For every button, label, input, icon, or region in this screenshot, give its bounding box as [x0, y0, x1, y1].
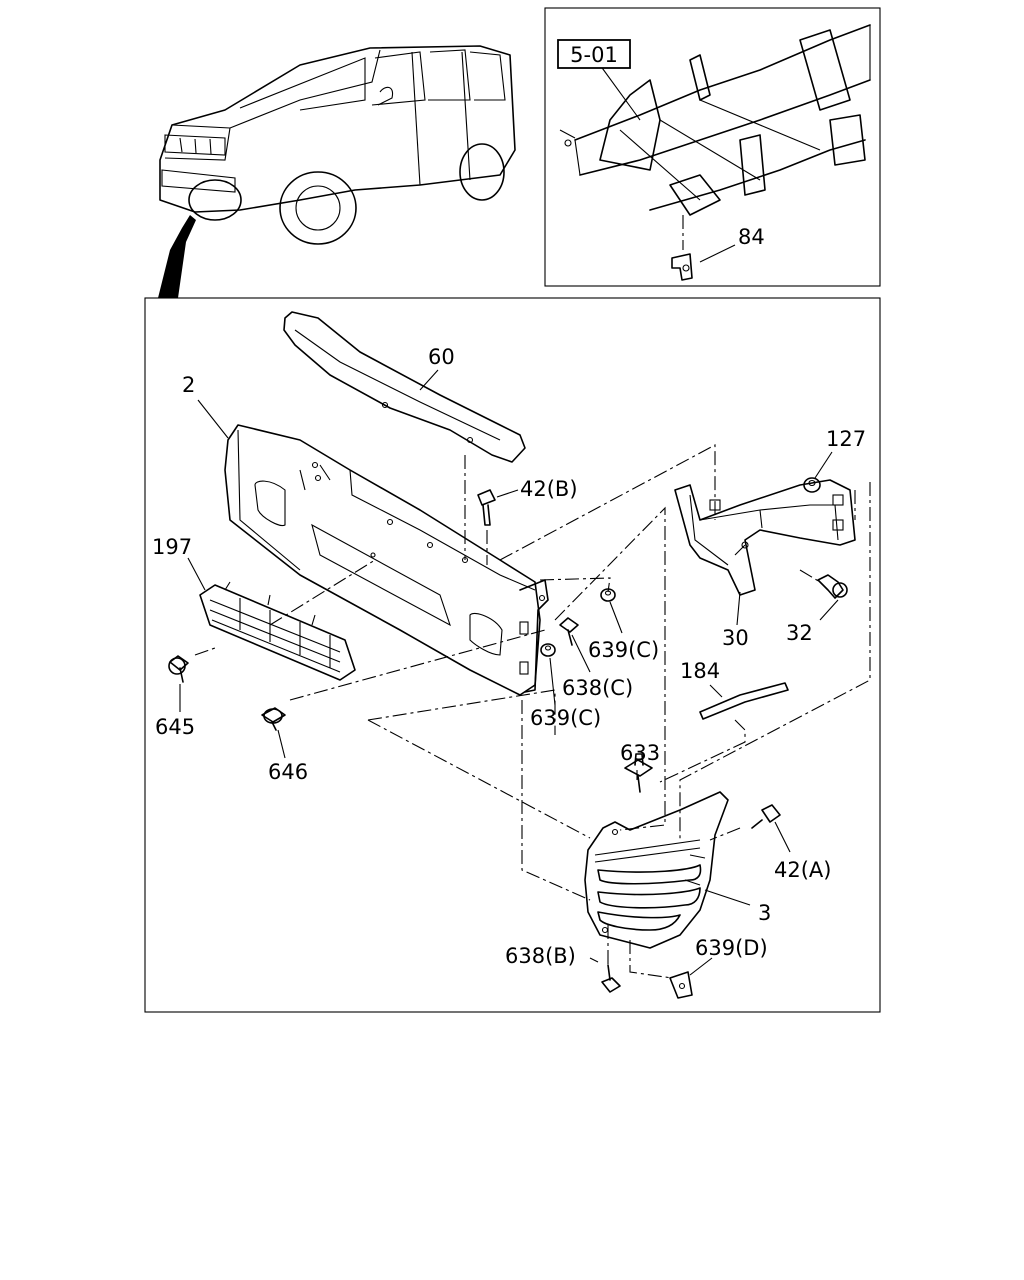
- callout-30: 30: [722, 626, 749, 650]
- frame-inset-border: [544, 7, 881, 287]
- part-645-bolt: [168, 655, 189, 683]
- part-2-bumper: [224, 424, 549, 696]
- part-639c-nut-lower: [540, 643, 556, 657]
- callout-633: 633: [620, 741, 660, 765]
- callout-646: 646: [268, 760, 308, 784]
- pointer-arrow: [158, 215, 196, 298]
- vehicle-illustration: [159, 45, 516, 245]
- callout-197: 197: [152, 535, 192, 559]
- part-42b-bolt: [477, 489, 496, 526]
- part-639c-nut-upper: [600, 588, 616, 602]
- callout-42b: 42(B): [520, 477, 578, 501]
- part-3-corner-bumper: [584, 791, 729, 949]
- part-30-bracket: [674, 479, 856, 596]
- callout-3: 3: [758, 901, 771, 925]
- callout-639c-upper: 639(C): [588, 638, 659, 662]
- callout-84: 84: [738, 225, 765, 249]
- part-32-bolt: [817, 574, 848, 599]
- part-197-grille: [199, 581, 356, 681]
- callout-638b: 638(B): [505, 944, 576, 968]
- assembly-guide-lines: [194, 444, 871, 979]
- part-638c-bolt: [559, 617, 579, 646]
- callout-184: 184: [680, 659, 720, 683]
- callout-645: 645: [155, 715, 195, 739]
- callout-42a: 42(A): [774, 858, 831, 882]
- part-60-reinforcement: [283, 311, 526, 463]
- reference-box: [557, 39, 631, 69]
- part-646-clip: [261, 707, 286, 731]
- part-638b-bolt: [601, 964, 621, 993]
- callout-32: 32: [786, 621, 813, 645]
- part-184-strip: [699, 682, 789, 720]
- callout-638c: 638(C): [562, 676, 633, 700]
- callout-2: 2: [182, 373, 195, 397]
- callout-639c-lower: 639(C): [530, 706, 601, 730]
- callout-60: 60: [428, 345, 455, 369]
- part-127-nut: [803, 477, 821, 493]
- reference-label: 5-01: [570, 43, 618, 67]
- callout-639d: 639(D): [695, 936, 768, 960]
- main-panel-border: [144, 297, 881, 1013]
- frame-illustration: [559, 24, 871, 281]
- part-42a-bolt: [751, 804, 781, 829]
- part-639d-clip: [669, 971, 693, 999]
- part-633-clip: [624, 753, 653, 793]
- callout-127: 127: [826, 427, 866, 451]
